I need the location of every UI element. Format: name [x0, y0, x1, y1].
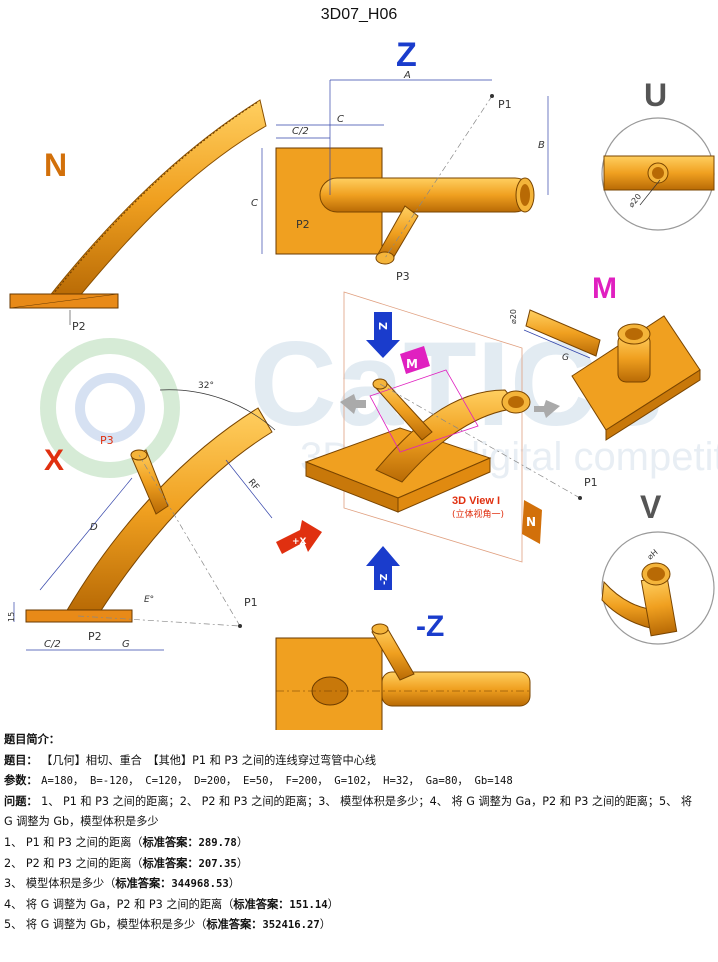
topic-text: 【几何】相切、重合 【其他】P1 和 P3 之间的连线穿过弯管中心线 [41, 753, 377, 767]
arrow-z-label: Z [376, 322, 389, 330]
dim-g-m: G [562, 353, 569, 363]
answer-question: 将 G 调整为 Gb，模型体积是多少（ [25, 918, 207, 932]
point-p2-z: P2 [296, 218, 310, 231]
tag-m: M [400, 346, 430, 374]
answer-value: 344968.53 [171, 878, 229, 891]
answer-end: ） [319, 918, 331, 932]
view-label-x: X [44, 444, 64, 477]
point-p3-x: P3 [100, 434, 114, 447]
answer-no: 5、 [4, 918, 23, 932]
answer-value: 289.78 [198, 836, 237, 849]
view-z: Z A C C/2 C B P1 P2 P3 [251, 36, 549, 283]
engineering-drawing: CaTICs 3D CAD digital competition N P2 Z… [7, 36, 718, 730]
dim-angle: 32° [198, 381, 214, 391]
view-label-v: V [640, 489, 662, 525]
page-title: 3D07_H06 [320, 6, 398, 23]
view-m: M G ⌀20 [509, 272, 701, 441]
answer-item: 5、 将 G 调整为 Gb，模型体积是多少（标准答案：352416.27） [4, 915, 714, 936]
dim-c: C [337, 114, 344, 125]
view-label-z: Z [396, 36, 417, 74]
answer-end: ） [236, 856, 249, 870]
answer-end: ） [228, 877, 240, 891]
view-u: U ⌀20 [601, 77, 715, 231]
answer-no: 1、 [4, 835, 23, 849]
dim-fifteen: 15 [7, 612, 16, 622]
dim-b: B [538, 140, 545, 151]
dim-c-half-x: C/2 [44, 639, 61, 650]
answer-question: 将 G 调整为 Ga，P2 和 P3 之间的距离（ [25, 897, 234, 911]
dim-c-half: C/2 [292, 126, 309, 137]
point-p1-iso: P1 [584, 476, 598, 489]
tag-n: N [522, 500, 542, 544]
questions-row: 问题： 1、 P1 和 P3 之间的距离；2、 P2 和 P3 之间的距离；3、… [4, 792, 714, 813]
arrow-z-down: Z [366, 312, 400, 358]
point-p3-z: P3 [396, 270, 410, 283]
answer-no: 4、 [4, 897, 23, 911]
questions-line-2: G 调整为 Gb，模型体积是多少 [4, 815, 159, 829]
answer-label: 标准答案： [233, 897, 290, 911]
dim-e: E° [144, 595, 154, 605]
topic-label: 题目： [4, 753, 38, 767]
answer-question: 模型体积是多少（ [25, 877, 116, 891]
answer-question: P1 和 P3 之间的距离（ [25, 835, 143, 849]
questions-row-2: G 调整为 Gb，模型体积是多少 [4, 812, 714, 833]
answer-no: 3、 [4, 877, 23, 891]
iso-subtitle: (立体视角一) [452, 508, 504, 520]
answer-value: 352416.27 [262, 919, 320, 932]
answer-value: 151.14 [289, 898, 328, 911]
view-neg-z: -Z [275, 610, 531, 730]
answer-label: 标准答案： [142, 835, 199, 849]
info-heading: 题目简介： [4, 733, 60, 746]
view-label-u: U [644, 77, 667, 113]
point-p2-n: P2 [72, 320, 86, 333]
params-text: A=180， B=-120， C=120， D=200， E=50， F=200… [41, 775, 513, 788]
params-label: 参数： [4, 774, 38, 788]
dim-twenty-m: ⌀20 [509, 309, 518, 324]
view-label-m: M [592, 272, 617, 305]
answer-item: 3、 模型体积是多少（标准答案：344968.53） [4, 874, 714, 895]
point-p1-x: P1 [244, 596, 258, 609]
answer-end: ） [327, 897, 339, 911]
answer-question: P2 和 P3 之间的距离（ [25, 856, 143, 870]
view-n: N P2 [9, 99, 267, 333]
answer-label: 标准答案： [142, 856, 199, 870]
answer-list: 1、 P1 和 P3 之间的距离（标准答案：289.78） 2、 P2 和 P3… [4, 833, 714, 936]
tag-n-label: N [526, 515, 536, 529]
answer-item: 2、 P2 和 P3 之间的距离（标准答案：207.35） [4, 854, 714, 875]
topic-row: 题目： 【几何】相切、重合 【其他】P1 和 P3 之间的连线穿过弯管中心线 [4, 751, 714, 772]
questions-label: 问题： [4, 794, 38, 808]
arrow-x-label: +X [292, 537, 307, 547]
problem-description: 题目简介： 题目： 【几何】相切、重合 【其他】P1 和 P3 之间的连线穿过弯… [4, 730, 714, 936]
answer-item: 4、 将 G 调整为 Ga，P2 和 P3 之间的距离（标准答案：151.14） [4, 895, 714, 916]
view-x: X 32° D P1 P3 P2 RF E° C/2 G 15 [7, 381, 276, 651]
view-label-n: N [44, 147, 67, 183]
dim-f: RF [246, 478, 261, 493]
answer-label: 标准答案： [115, 877, 172, 891]
answer-end: ） [236, 835, 249, 849]
answer-value: 207.35 [198, 857, 237, 870]
arrow-x: +X [276, 520, 322, 554]
arrow-negz-up: -Z [366, 546, 400, 590]
dim-a: A [403, 70, 411, 81]
iso-title: 3D View I [452, 495, 500, 507]
dim-d: D [90, 522, 98, 533]
view-v: V ⌀H [601, 489, 715, 645]
answer-item: 1、 P1 和 P3 之间的距离（标准答案：289.78） [4, 833, 714, 854]
view-3d: P1 P3 3D View I (立体视角一) Z -Z +X M N [276, 291, 598, 590]
view-label-neg-z: -Z [416, 610, 444, 643]
questions-line-1: 1、 P1 和 P3 之间的距离；2、 P2 和 P3 之间的距离；3、 模型体… [41, 794, 693, 808]
tag-m-label: M [406, 357, 418, 371]
point-p1-z: P1 [498, 98, 512, 111]
point-p2-x: P2 [88, 630, 102, 643]
dim-c-vert: C [251, 198, 258, 209]
params-row: 参数： A=180， B=-120， C=120， D=200， E=50， F… [4, 771, 714, 792]
dim-g: G [122, 639, 130, 650]
answer-no: 2、 [4, 856, 23, 870]
arrow-negz-label: -Z [379, 574, 390, 585]
answer-label: 标准答案： [206, 918, 263, 932]
